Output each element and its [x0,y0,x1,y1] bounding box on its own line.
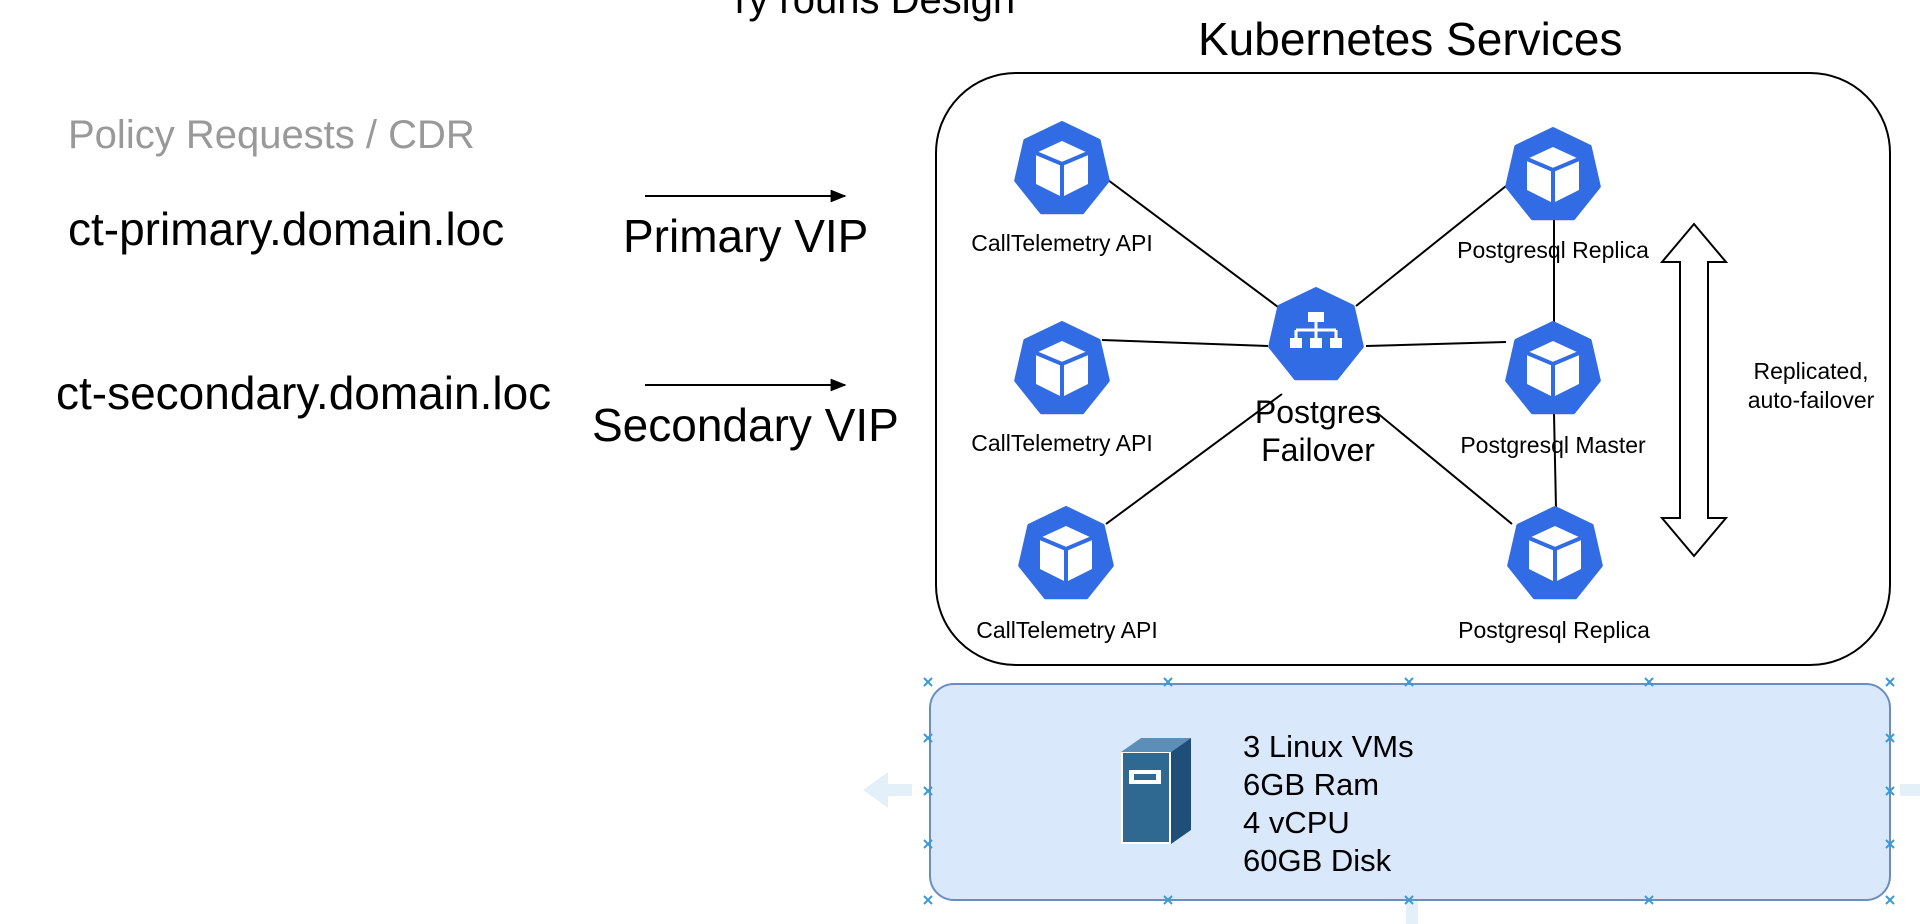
postgres-master-label: Postgresql Master [1460,432,1646,458]
page-top-title: ry rouns Design [735,0,1016,22]
vm-spec-ram: 6GB Ram [1243,767,1380,802]
api-node-label-3: CallTelemetry API [976,617,1158,643]
policy-requests-label: Policy Requests / CDR [68,113,475,157]
replication-note-line-2: auto-failover [1747,386,1875,413]
vm-spec-count: 3 Linux VMs [1243,729,1414,764]
replication-double-arrow [1659,222,1729,558]
postgres-replica-label-2: Postgresql Replica [1458,617,1650,643]
postgres-replica-label-1: Postgresql Replica [1457,237,1649,263]
api-node-label-2: CallTelemetry API [971,430,1153,456]
vm-spec-disk: 60GB Disk [1243,843,1392,878]
faded-bottom-stub [1406,900,1418,924]
api-node-label-1: CallTelemetry API [971,230,1153,256]
pod-icon-postgres-replica-1 [1505,127,1601,221]
secondary-host-label: ct-secondary.domain.loc [56,367,552,419]
connection-api3-failover [1105,393,1283,525]
server-icon [1121,738,1191,844]
pod-icon-api-3 [1018,506,1114,600]
faded-right-stub [1900,784,1920,796]
kubernetes-services-container[interactable] [935,72,1891,666]
vm-host-box[interactable] [929,683,1891,901]
postgres-failover-label: Postgres Failover [1218,393,1418,470]
connection-api2-failover [1101,339,1269,347]
pod-icon-postgres-replica-2 [1507,506,1603,600]
pod-icon-api-2 [1014,321,1110,415]
primary-host-label: ct-primary.domain.loc [68,203,505,255]
faded-left-arrow [863,772,912,808]
vm-spec-cpu: 4 vCPU [1243,805,1350,840]
service-connections [1101,179,1557,525]
failover-line-1: Postgres [1254,394,1382,430]
failover-line-2: Failover [1261,432,1375,469]
connection-replica1-failover [1355,185,1507,307]
kubernetes-services-title: Kubernetes Services [1198,13,1623,65]
connection-replica2-failover [1375,411,1513,525]
pod-icon-api-1 [1014,121,1110,215]
service-icon-postgres-failover [1268,287,1364,381]
connection-master-failover [1365,341,1507,347]
replication-note: Replicated, auto-failover [1731,357,1891,415]
primary-vip-label: Primary VIP [623,210,869,262]
connection-api1-failover [1107,179,1283,311]
selection-handles [923,677,1895,905]
pod-icon-postgres-master [1505,321,1601,415]
connection-master-replica2 [1553,413,1557,509]
secondary-vip-label: Secondary VIP [592,399,899,451]
replication-note-line-1: Replicated, [1753,358,1869,384]
